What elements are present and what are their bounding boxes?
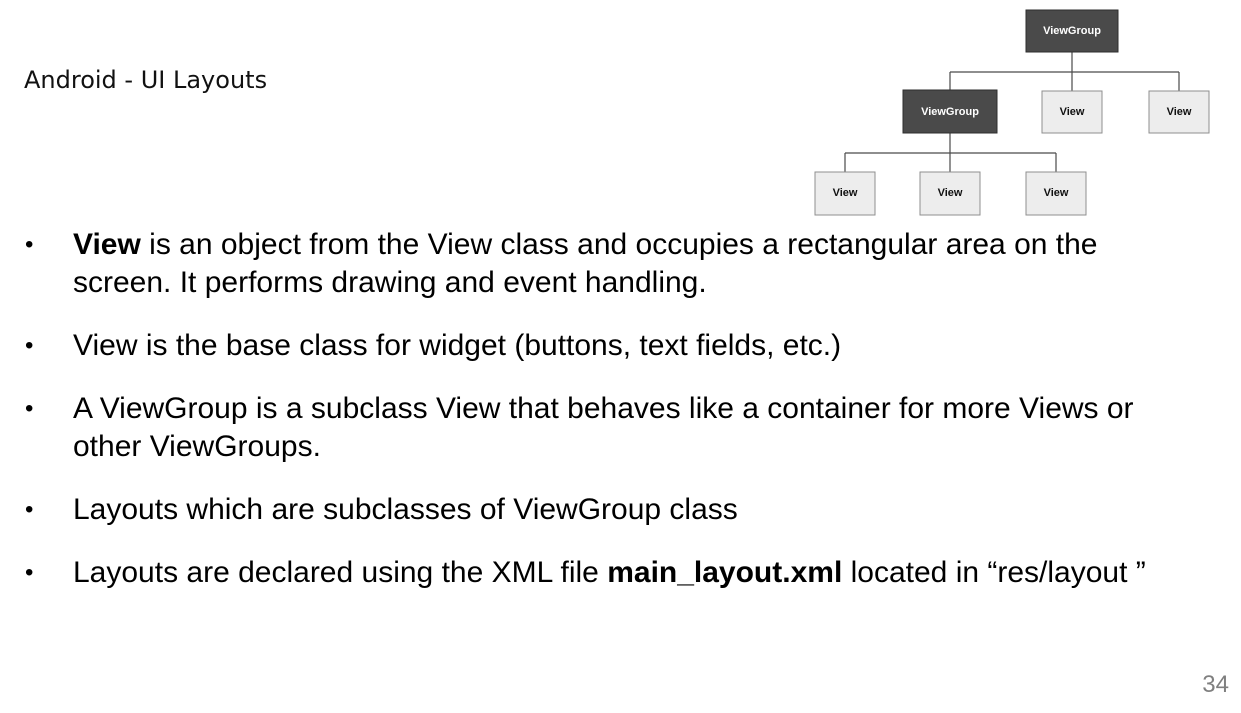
node-label: View [938,187,963,199]
bullet-item: • Layouts are declared using the XML fil… [0,554,1180,592]
node-label: View [1060,106,1085,118]
node-label: View [1044,187,1069,199]
connector-root-to-level1 [949,52,1180,91]
node-label: View [833,187,858,199]
bullet-text: Layouts which are subclasses of ViewGrou… [73,493,738,526]
diagram-node-view: View [1148,90,1210,134]
bullet-text: located in “res/layout ” [842,556,1146,589]
node-label: ViewGroup [921,106,979,118]
bullet-marker: • [25,231,34,258]
node-label: View [1167,106,1192,118]
bullet-text: View is the base class for widget (butto… [73,329,842,362]
bullet-bold-term: View [73,228,141,261]
diagram-node-view: View [1025,171,1087,216]
diagram-node-view: View [1041,90,1103,134]
bullet-text: A ViewGroup is a subclass View that beha… [73,392,1134,463]
bullet-marker: • [25,496,34,523]
bullet-item: • View is an object from the View class … [0,226,1180,302]
bullet-marker: • [25,332,34,359]
diagram-node-view: View [919,171,981,216]
bullet-list: • View is an object from the View class … [0,226,1180,592]
bullet-bold-filename: main_layout.xml [607,556,843,589]
view-hierarchy-diagram: ViewGroup ViewGroup View View View View … [814,9,1210,216]
slide-title: Android - UI Layouts [24,66,268,94]
bullet-marker: • [25,559,34,586]
diagram-node-root-viewgroup: ViewGroup [1025,9,1119,53]
connector-viewgroup-to-level2 [844,133,1057,172]
bullet-item: • View is the base class for widget (but… [0,327,1180,365]
bullet-text: is an object from the View class and occ… [73,228,1098,299]
diagram-node-viewgroup: ViewGroup [902,89,998,134]
bullet-marker: • [25,395,34,422]
bullet-item: • A ViewGroup is a subclass View that be… [0,390,1180,466]
page-number: 34 [1202,671,1229,698]
bullet-item: • Layouts which are subclasses of ViewGr… [0,491,1180,529]
bullet-text: Layouts are declared using the XML file [73,556,608,589]
node-label: ViewGroup [1043,25,1101,37]
diagram-node-view: View [814,171,876,216]
